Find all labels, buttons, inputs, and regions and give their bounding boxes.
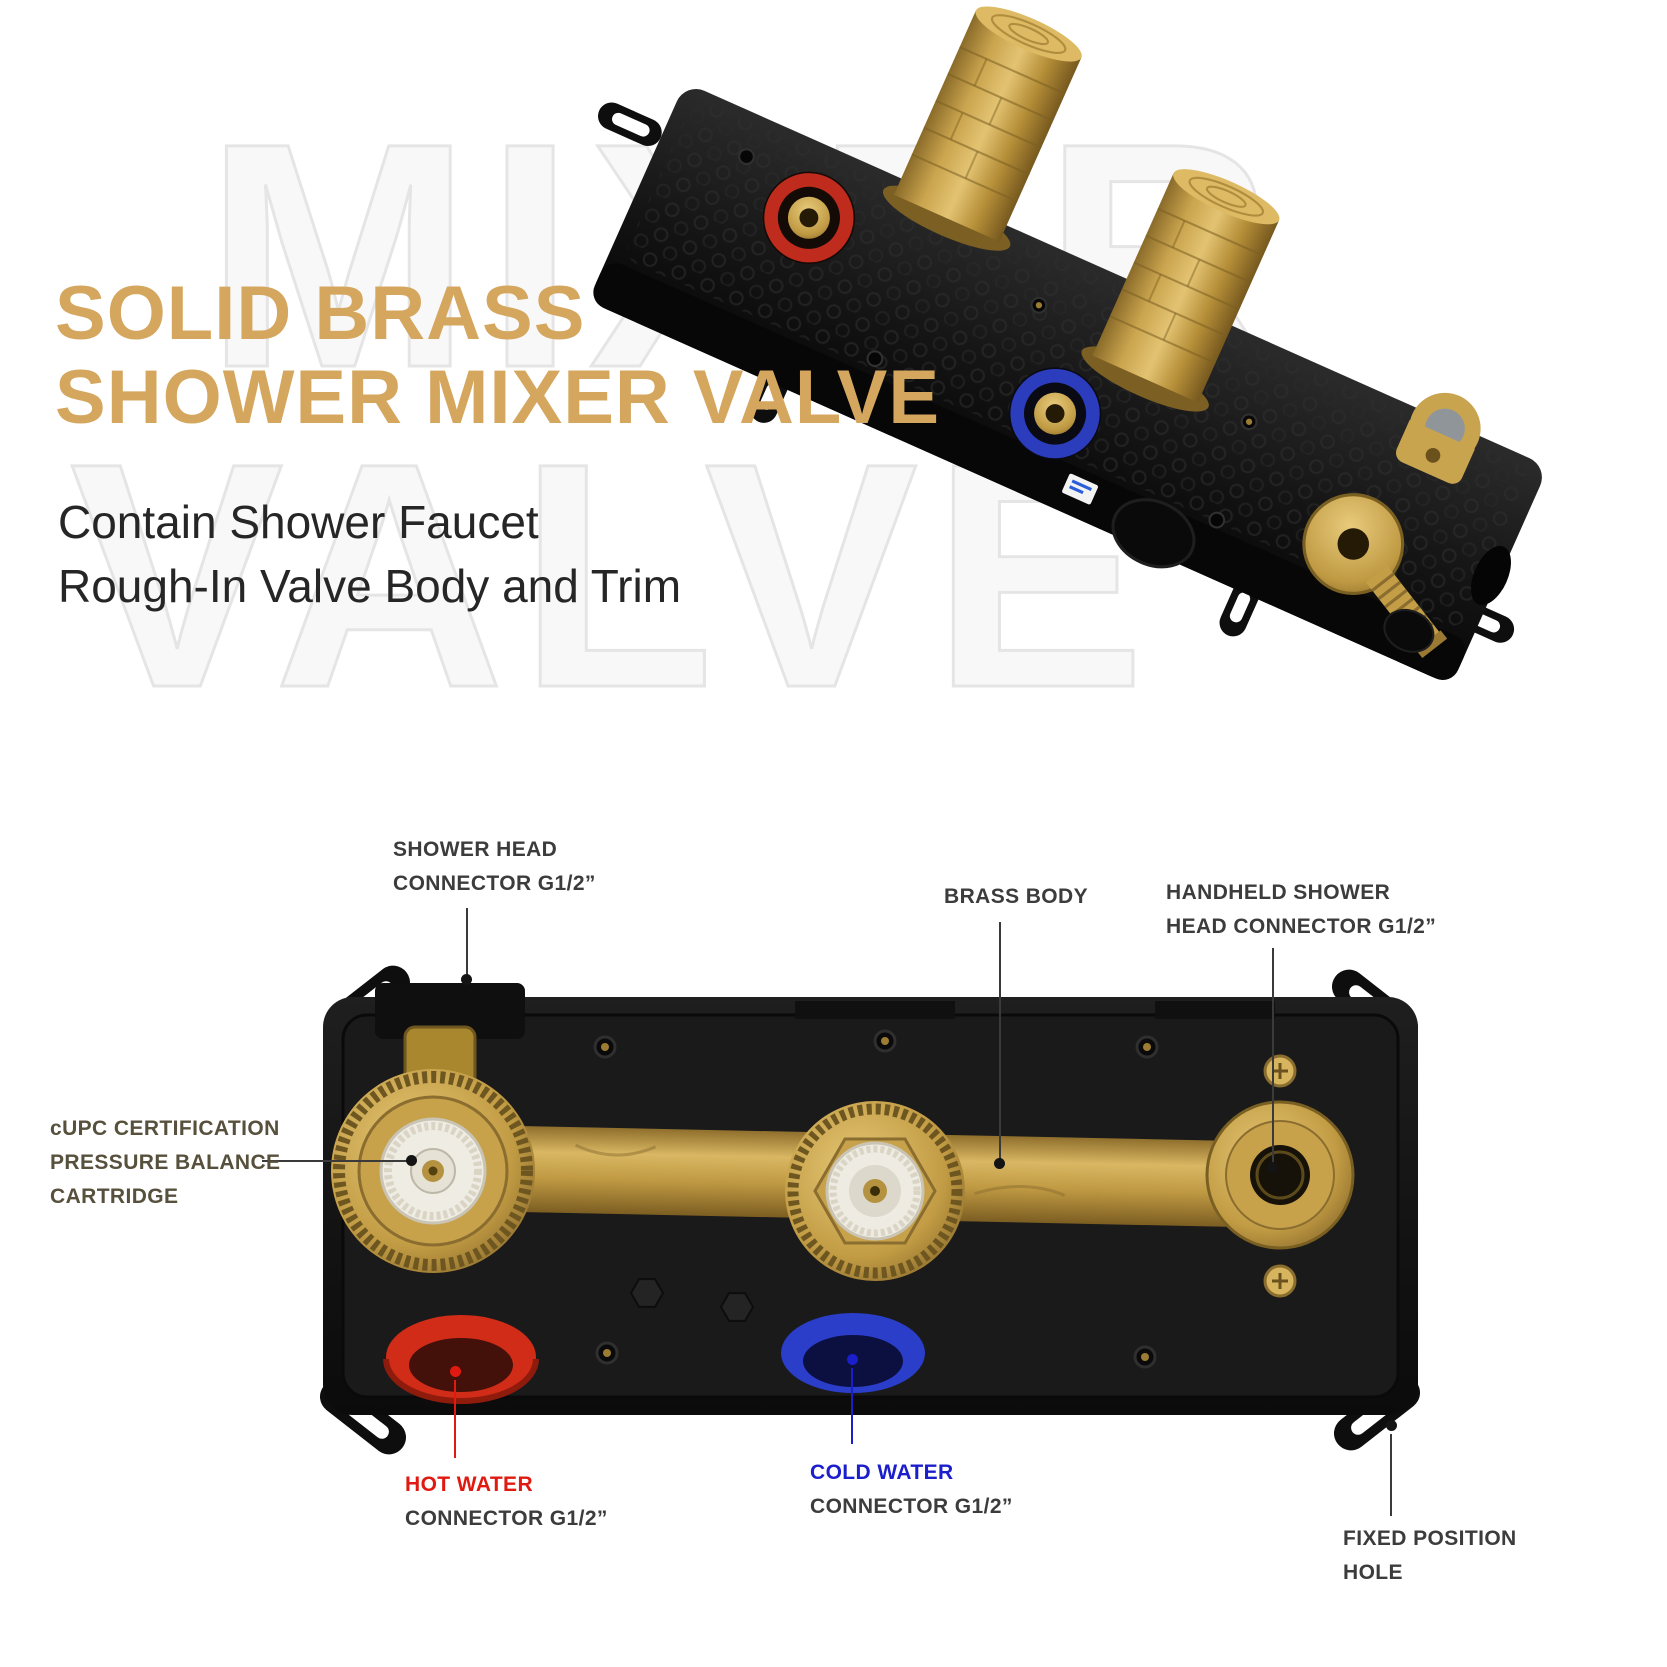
callout-cold-water-line1: COLD WATER (810, 1461, 954, 1484)
callout-hot-water-line1: HOT WATER (405, 1473, 534, 1496)
callout-fixed-hole-line1: FIXED POSITION (1343, 1527, 1517, 1550)
product-photo-angled (593, 6, 1542, 680)
page-title: SOLID BRASS SHOWER MIXER VALVE (55, 272, 940, 440)
hot-water-connector (383, 1315, 539, 1404)
callout-fixed-hole: FIXED POSITION HOLE (1343, 1522, 1517, 1590)
callout-brass-body-line1: BRASS BODY (944, 885, 1089, 908)
callout-hot-water: HOT WATER CONNECTOR G1/2” (405, 1468, 608, 1536)
callout-hot-dot (450, 1366, 461, 1377)
callout-cupc-line3: CARTRIDGE (50, 1185, 179, 1208)
callout-handheld-line1: HANDHELD SHOWER (1166, 881, 1391, 904)
callout-cupc-line (262, 1160, 410, 1162)
callout-cupc: cUPC CERTIFICATION PRESSURE BALANCE CART… (50, 1112, 280, 1214)
callout-shower-head-line2: CONNECTOR G1/2” (393, 872, 596, 895)
callout-handheld: HANDHELD SHOWER HEAD CONNECTOR G1/2” (1166, 876, 1436, 944)
callout-fixed-line (1390, 1434, 1392, 1516)
callout-handheld-line (1272, 948, 1274, 1164)
callout-cold-dot (847, 1354, 858, 1365)
callout-fixed-dot (1386, 1420, 1397, 1431)
callout-shower-head-dot (461, 974, 472, 985)
callout-shower-head-line1: SHOWER HEAD (393, 838, 558, 861)
hot-inlet-port (762, 171, 856, 264)
mixer-knob-left (882, 6, 1082, 251)
pressure-balance-cartridge (331, 1069, 535, 1273)
callout-shower-head-line (466, 908, 468, 976)
product-photo-top-view (319, 965, 1421, 1455)
callout-cupc-line2: PRESSURE BALANCE (50, 1151, 281, 1174)
handheld-holder (1396, 392, 1481, 484)
cold-inlet-port (1008, 367, 1102, 460)
callout-cupc-line1: cUPC CERTIFICATION (50, 1117, 280, 1140)
callout-cold-line (851, 1368, 853, 1444)
callout-cupc-dot (406, 1155, 417, 1166)
callout-handheld-line2: HEAD CONNECTOR G1/2” (1166, 915, 1437, 938)
callout-hot-water-line2: CONNECTOR G1/2” (405, 1507, 608, 1530)
product-sticker (1062, 473, 1099, 505)
page-subtitle: Contain Shower Faucet Rough-In Valve Bod… (58, 490, 681, 618)
callout-brass-body-dot (994, 1158, 1005, 1169)
callout-fixed-hole-line2: HOLE (1343, 1561, 1403, 1584)
callout-shower-head: SHOWER HEAD CONNECTOR G1/2” (393, 833, 596, 901)
hex-plugs (629, 1278, 755, 1322)
callout-hot-line (454, 1380, 456, 1458)
callout-brass-body: BRASS BODY (944, 880, 1088, 914)
cold-water-connector (781, 1313, 925, 1393)
callout-handheld-dot (1267, 1162, 1278, 1173)
mixer-knob-right (1081, 169, 1280, 412)
title-line-2: SHOWER MIXER VALVE (55, 355, 941, 440)
subtitle-line-2: Rough-In Valve Body and Trim (58, 560, 682, 612)
handheld-connector-hub (1205, 1054, 1355, 1298)
screw (1263, 1054, 1297, 1088)
diverter-cartridge (785, 1101, 965, 1281)
screw (1263, 1264, 1297, 1298)
callout-brass-body-line (999, 922, 1001, 1162)
subtitle-line-1: Contain Shower Faucet (58, 496, 539, 548)
callout-cold-water: COLD WATER CONNECTOR G1/2” (810, 1456, 1013, 1524)
title-line-1: SOLID BRASS (55, 271, 586, 356)
callout-cold-water-line2: CONNECTOR G1/2” (810, 1495, 1013, 1518)
screw-holes (738, 148, 1258, 529)
